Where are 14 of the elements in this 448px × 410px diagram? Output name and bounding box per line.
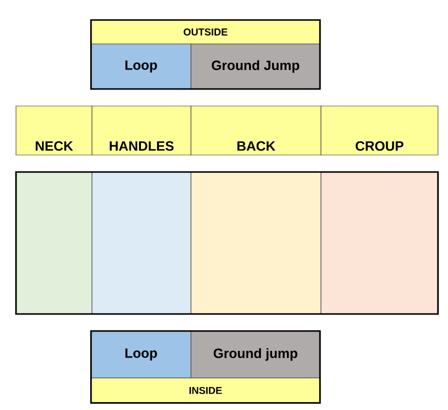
zone-box [16, 172, 92, 314]
zone-box [320, 172, 438, 314]
table-cell: Loop [90, 330, 192, 378]
table-cell: HANDLES [92, 106, 192, 156]
heading-cell: OUTSIDE [90, 20, 320, 44]
table-cell: NECK [16, 106, 92, 156]
table-cell: Loop [90, 44, 192, 90]
zone-box [92, 172, 192, 314]
table-cell: CROUP [320, 106, 438, 156]
heading-cell: INSIDE [90, 378, 320, 404]
zone-box [190, 172, 322, 314]
table-cell: BACK [190, 106, 322, 156]
table-cell: Ground jump [190, 330, 320, 378]
table-cell: Ground Jump [190, 44, 320, 90]
